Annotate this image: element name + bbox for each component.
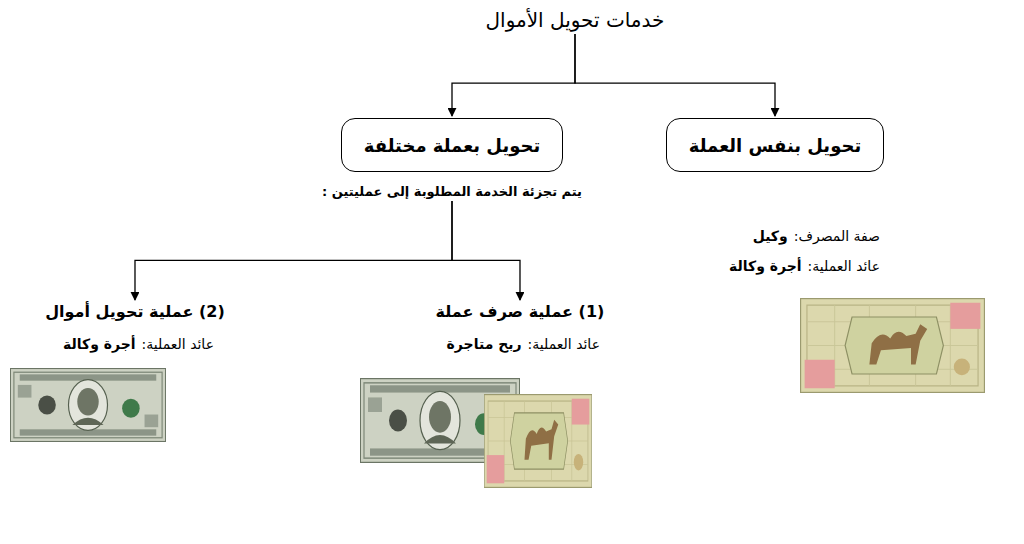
field-value: ربح متاجرة bbox=[447, 336, 522, 352]
rounded-box-node: تحويل بنفس العملة bbox=[666, 118, 884, 172]
label-row: عائد العملية: ربح متاجرة bbox=[447, 336, 600, 352]
node-title: تحويل بعملة مختلفة bbox=[364, 135, 540, 156]
field-label: عائد العملية: bbox=[142, 336, 214, 352]
node-note: يتم تجزئة الخدمة المطلوبة إلى عمليتين : bbox=[322, 184, 582, 199]
tree-connector bbox=[135, 201, 452, 300]
heading-node: خدمات تحويل الأموال bbox=[486, 8, 665, 32]
banknote-dinar bbox=[484, 395, 591, 488]
tree-connector bbox=[452, 201, 520, 300]
node-title: (2) عملية تحويل أموال bbox=[45, 302, 225, 321]
label-row: عائد العملية: أجرة وكالة bbox=[729, 258, 880, 274]
heading-node: (1) عملية صرف عملة bbox=[436, 302, 605, 321]
tree-connector bbox=[575, 34, 775, 116]
label-row: صفة المصرف: وكيل bbox=[753, 228, 880, 244]
rounded-box: تحويل بنفس العملة bbox=[666, 118, 884, 172]
banknote-dinar bbox=[801, 299, 985, 393]
field-label: عائد العملية: bbox=[528, 336, 600, 352]
field-value: أجرة وكالة bbox=[729, 258, 802, 274]
heading-node: (2) عملية تحويل أموال bbox=[45, 302, 225, 321]
banknote-dollar bbox=[10, 369, 165, 442]
field-value: أجرة وكالة bbox=[63, 336, 136, 352]
field-label: عائد العملية: bbox=[808, 258, 880, 274]
field-value: وكيل bbox=[753, 228, 788, 244]
rounded-box: تحويل بعملة مختلفة bbox=[341, 118, 563, 172]
tree-connector bbox=[452, 34, 575, 116]
rounded-box-node: تحويل بعملة مختلفة يتم تجزئة الخدمة المطل… bbox=[322, 118, 582, 199]
node-title: خدمات تحويل الأموال bbox=[486, 8, 665, 32]
field-label: صفة المصرف: bbox=[794, 228, 880, 244]
node-title: (1) عملية صرف عملة bbox=[436, 302, 605, 321]
label-row: عائد العملية: أجرة وكالة bbox=[63, 336, 214, 352]
node-title: تحويل بنفس العملة bbox=[689, 135, 861, 156]
